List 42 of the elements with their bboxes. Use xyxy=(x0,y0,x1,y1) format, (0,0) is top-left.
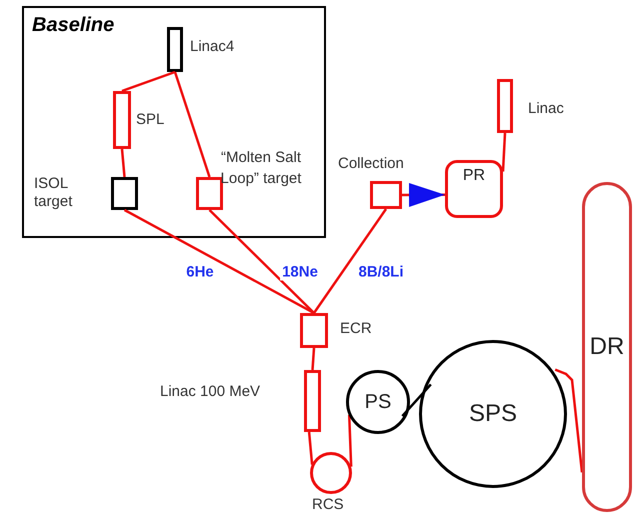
node-label: DR xyxy=(590,334,624,360)
component-box xyxy=(497,79,513,133)
arrow xyxy=(402,182,445,207)
connector-line xyxy=(401,384,432,417)
component-box xyxy=(196,177,223,210)
ring-symbol xyxy=(310,452,352,494)
rounded-box xyxy=(445,160,503,218)
connector-line xyxy=(554,368,584,473)
connector-line xyxy=(122,70,176,92)
component-box xyxy=(111,177,138,210)
connector-line xyxy=(502,132,506,172)
node-label: Linac 100 MeV xyxy=(160,383,262,401)
node-label: Linac4 xyxy=(190,38,236,56)
node-label: Collection xyxy=(338,155,405,173)
connector-line xyxy=(124,208,315,314)
node-label: ECR xyxy=(340,320,373,338)
node-label: SPL xyxy=(136,111,166,129)
group-frame xyxy=(22,6,326,238)
ring-symbol xyxy=(346,370,410,434)
component-box xyxy=(304,370,321,432)
connector-line xyxy=(308,432,314,465)
component-box xyxy=(370,181,402,209)
node-label: SPS xyxy=(468,400,518,428)
component-box xyxy=(300,313,328,348)
connector-line xyxy=(311,348,316,370)
connector-line xyxy=(312,208,388,314)
ring-symbol xyxy=(582,182,632,512)
connector-line xyxy=(208,209,315,314)
ring-symbol xyxy=(419,340,567,488)
node-label: PS xyxy=(364,391,392,413)
connector-line xyxy=(120,148,126,178)
frame-title: Baseline xyxy=(32,14,114,37)
connector-line xyxy=(348,414,352,467)
node-label: “Molten Salt Loop” target xyxy=(220,148,302,189)
edge-label: 18Ne xyxy=(280,264,320,280)
node-label: RCS xyxy=(312,496,345,514)
node-label: ISOL target xyxy=(34,175,74,211)
connector-line xyxy=(174,72,211,178)
node-label: Linac xyxy=(528,100,565,118)
node-label: PR xyxy=(462,167,486,185)
component-box xyxy=(113,91,131,149)
component-box xyxy=(167,27,183,72)
